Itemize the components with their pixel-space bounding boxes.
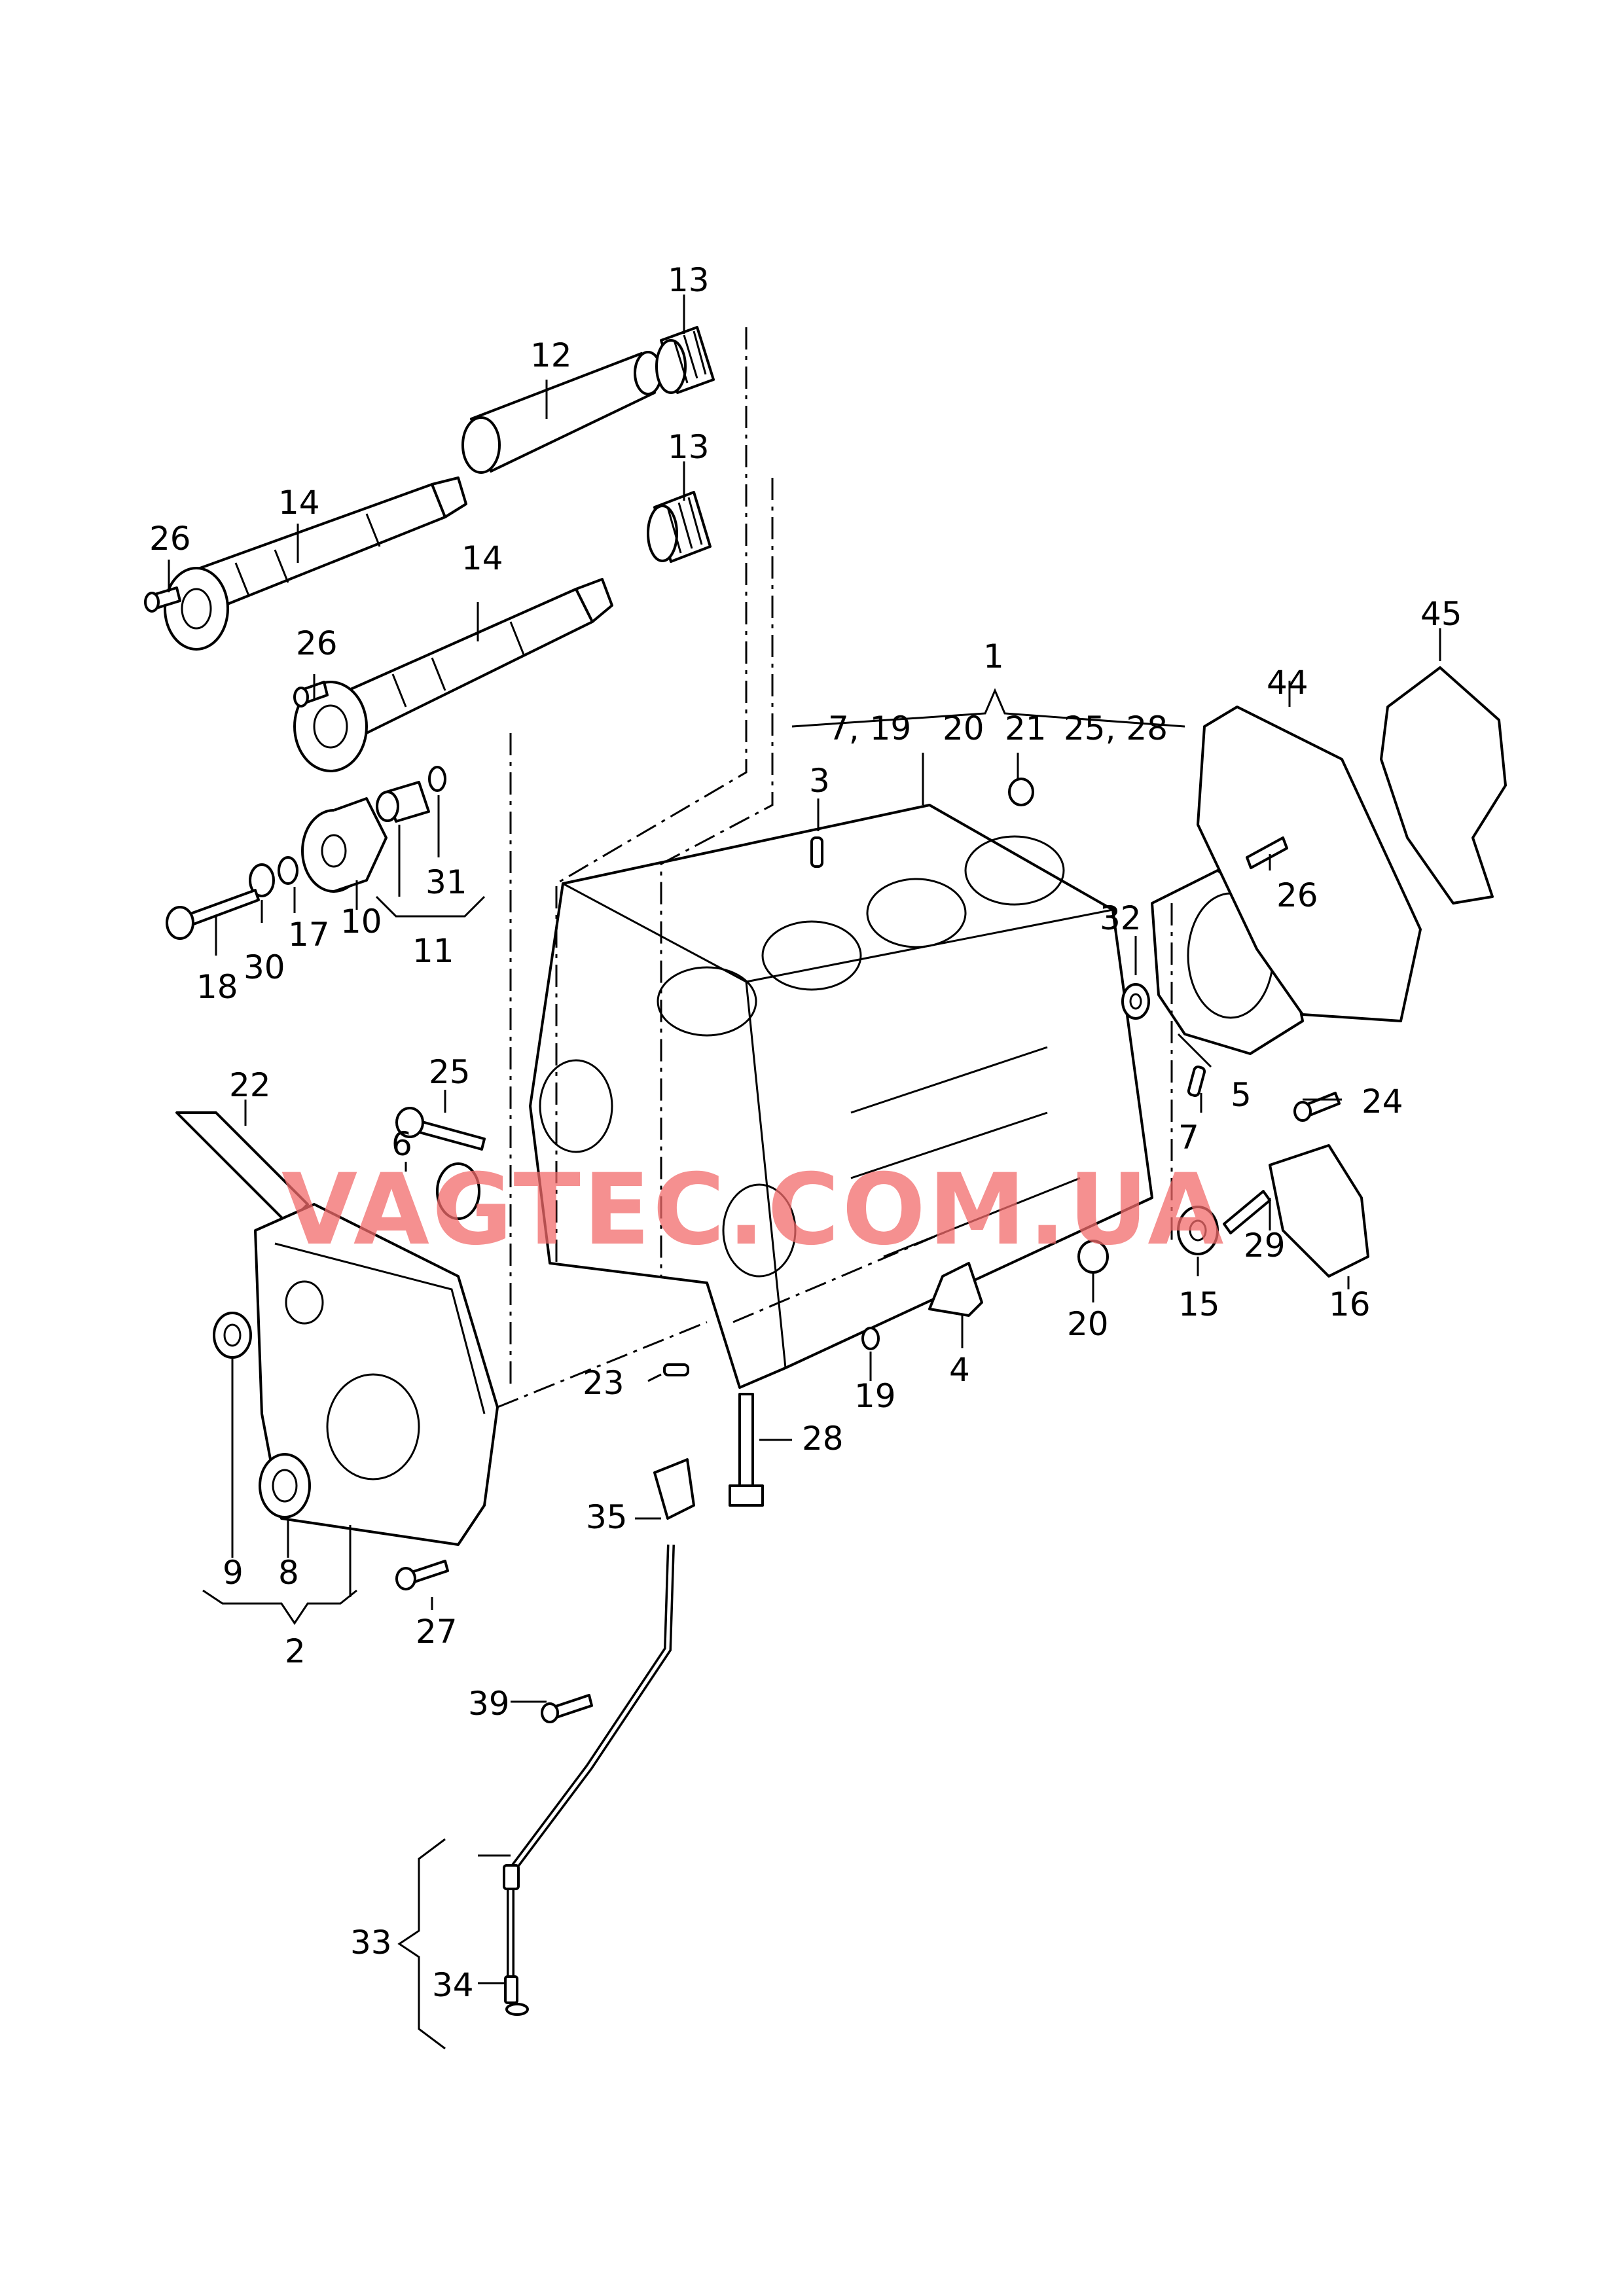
callout-27: 27: [416, 1613, 458, 1651]
bolt-26-plate: [1246, 836, 1288, 869]
bolt-balance-upper: [144, 586, 181, 613]
dipstick-handle-35: [653, 1458, 695, 1520]
callout-labels: 13 12 13 14 26 14 26 31 17 10 18 30 11 1…: [149, 261, 1462, 2004]
callout-1-group-21: 21: [1005, 709, 1047, 747]
callout-20: 20: [1067, 1305, 1109, 1343]
callout-39: 39: [468, 1685, 510, 1723]
gear-washer-30: [249, 863, 275, 897]
timing-case-cover: [254, 1203, 499, 1546]
callout-1: 1: [983, 637, 1004, 675]
o-ring-34: [505, 2003, 529, 2016]
bolt-24: [1293, 1092, 1341, 1122]
shaft-seal-9: [213, 1312, 252, 1359]
leader-lines: [168, 295, 1441, 2050]
callout-15: 15: [1178, 1285, 1220, 1323]
balance-shaft-lower: [293, 578, 613, 772]
intermediate-plate-44: [1197, 706, 1422, 1022]
gear-o-ring: [428, 766, 446, 792]
callout-14-lower: 14: [461, 539, 503, 577]
shaft-seal-8: [259, 1453, 311, 1518]
callout-22: 22: [229, 1066, 271, 1104]
callout-26-right: 26: [1276, 876, 1318, 914]
bolt-25: [395, 1107, 486, 1151]
callout-1-group-7-19: 7, 19: [828, 709, 911, 747]
callout-33: 33: [350, 1924, 392, 1962]
callout-9: 9: [223, 1554, 244, 1592]
cover-16: [1269, 1144, 1369, 1278]
dowel-pin-3: [810, 836, 823, 868]
callout-6: 6: [391, 1125, 412, 1163]
callout-18: 18: [196, 968, 238, 1006]
callout-23: 23: [583, 1364, 624, 1402]
callout-13-upper: 13: [668, 261, 710, 299]
callout-12: 12: [530, 336, 572, 374]
callout-5: 5: [1231, 1076, 1252, 1114]
callout-1-group-25-28: 25, 28: [1064, 709, 1168, 747]
cover-plate-45: [1380, 666, 1507, 905]
dipstick-guide-tube: [503, 1544, 675, 2004]
callout-26-middle: 26: [296, 624, 338, 662]
cylinder-block: [529, 804, 1153, 1389]
bolt-27: [395, 1560, 449, 1590]
callout-7: 7: [1178, 1119, 1199, 1157]
callout-44: 44: [1267, 664, 1308, 702]
watermark: VAGTEC.COM.UA: [281, 1153, 1226, 1267]
bolt-28: [729, 1393, 764, 1507]
dowel-pin-23: [663, 1363, 689, 1376]
gear-bolt-18: [166, 889, 260, 940]
shaft-seal-32: [1121, 983, 1150, 1020]
needle-bearing-upper: [655, 326, 715, 394]
callout-30: 30: [244, 948, 285, 986]
callout-31: 31: [425, 863, 467, 901]
callout-10: 10: [340, 903, 382, 941]
callout-35: 35: [586, 1498, 628, 1536]
callout-8: 8: [278, 1554, 299, 1592]
balance-shaft-upper: [164, 476, 467, 651]
plug-20: [1077, 1240, 1109, 1274]
callout-45: 45: [1420, 595, 1462, 633]
callout-26-upper: 26: [149, 520, 191, 558]
callout-11: 11: [412, 932, 454, 970]
bearing-sleeve: [461, 351, 662, 474]
callout-29: 29: [1244, 1227, 1286, 1265]
seal-ring-6: [436, 1162, 480, 1220]
callout-34: 34: [432, 1966, 474, 2004]
bolt-39: [541, 1694, 593, 1723]
callout-16: 16: [1329, 1285, 1371, 1323]
callout-4: 4: [949, 1351, 970, 1389]
callout-28: 28: [802, 1420, 844, 1458]
callout-32: 32: [1100, 899, 1142, 937]
callout-1-group-20: 20: [943, 709, 984, 747]
callout-17: 17: [288, 916, 330, 954]
seal-19: [861, 1327, 880, 1350]
callout-14-upper: 14: [278, 484, 320, 522]
callout-24: 24: [1362, 1083, 1403, 1121]
sealing-compound-tube: [175, 1111, 309, 1225]
needle-bearing-lower: [647, 491, 712, 563]
callout-19: 19: [854, 1377, 896, 1415]
pulley-15: [1177, 1206, 1219, 1255]
dowel-pin-7: [1187, 1066, 1206, 1097]
intermediate-gear: [301, 797, 388, 893]
oil-spray-jet-4: [928, 1262, 983, 1317]
callout-3: 3: [809, 762, 830, 800]
gear-washer-17: [278, 856, 298, 885]
gear-bushing: [376, 781, 430, 823]
callout-13-lower: 13: [668, 428, 710, 466]
plug-21: [1008, 778, 1034, 806]
callout-25: 25: [429, 1053, 471, 1091]
callout-2: 2: [285, 1632, 306, 1670]
